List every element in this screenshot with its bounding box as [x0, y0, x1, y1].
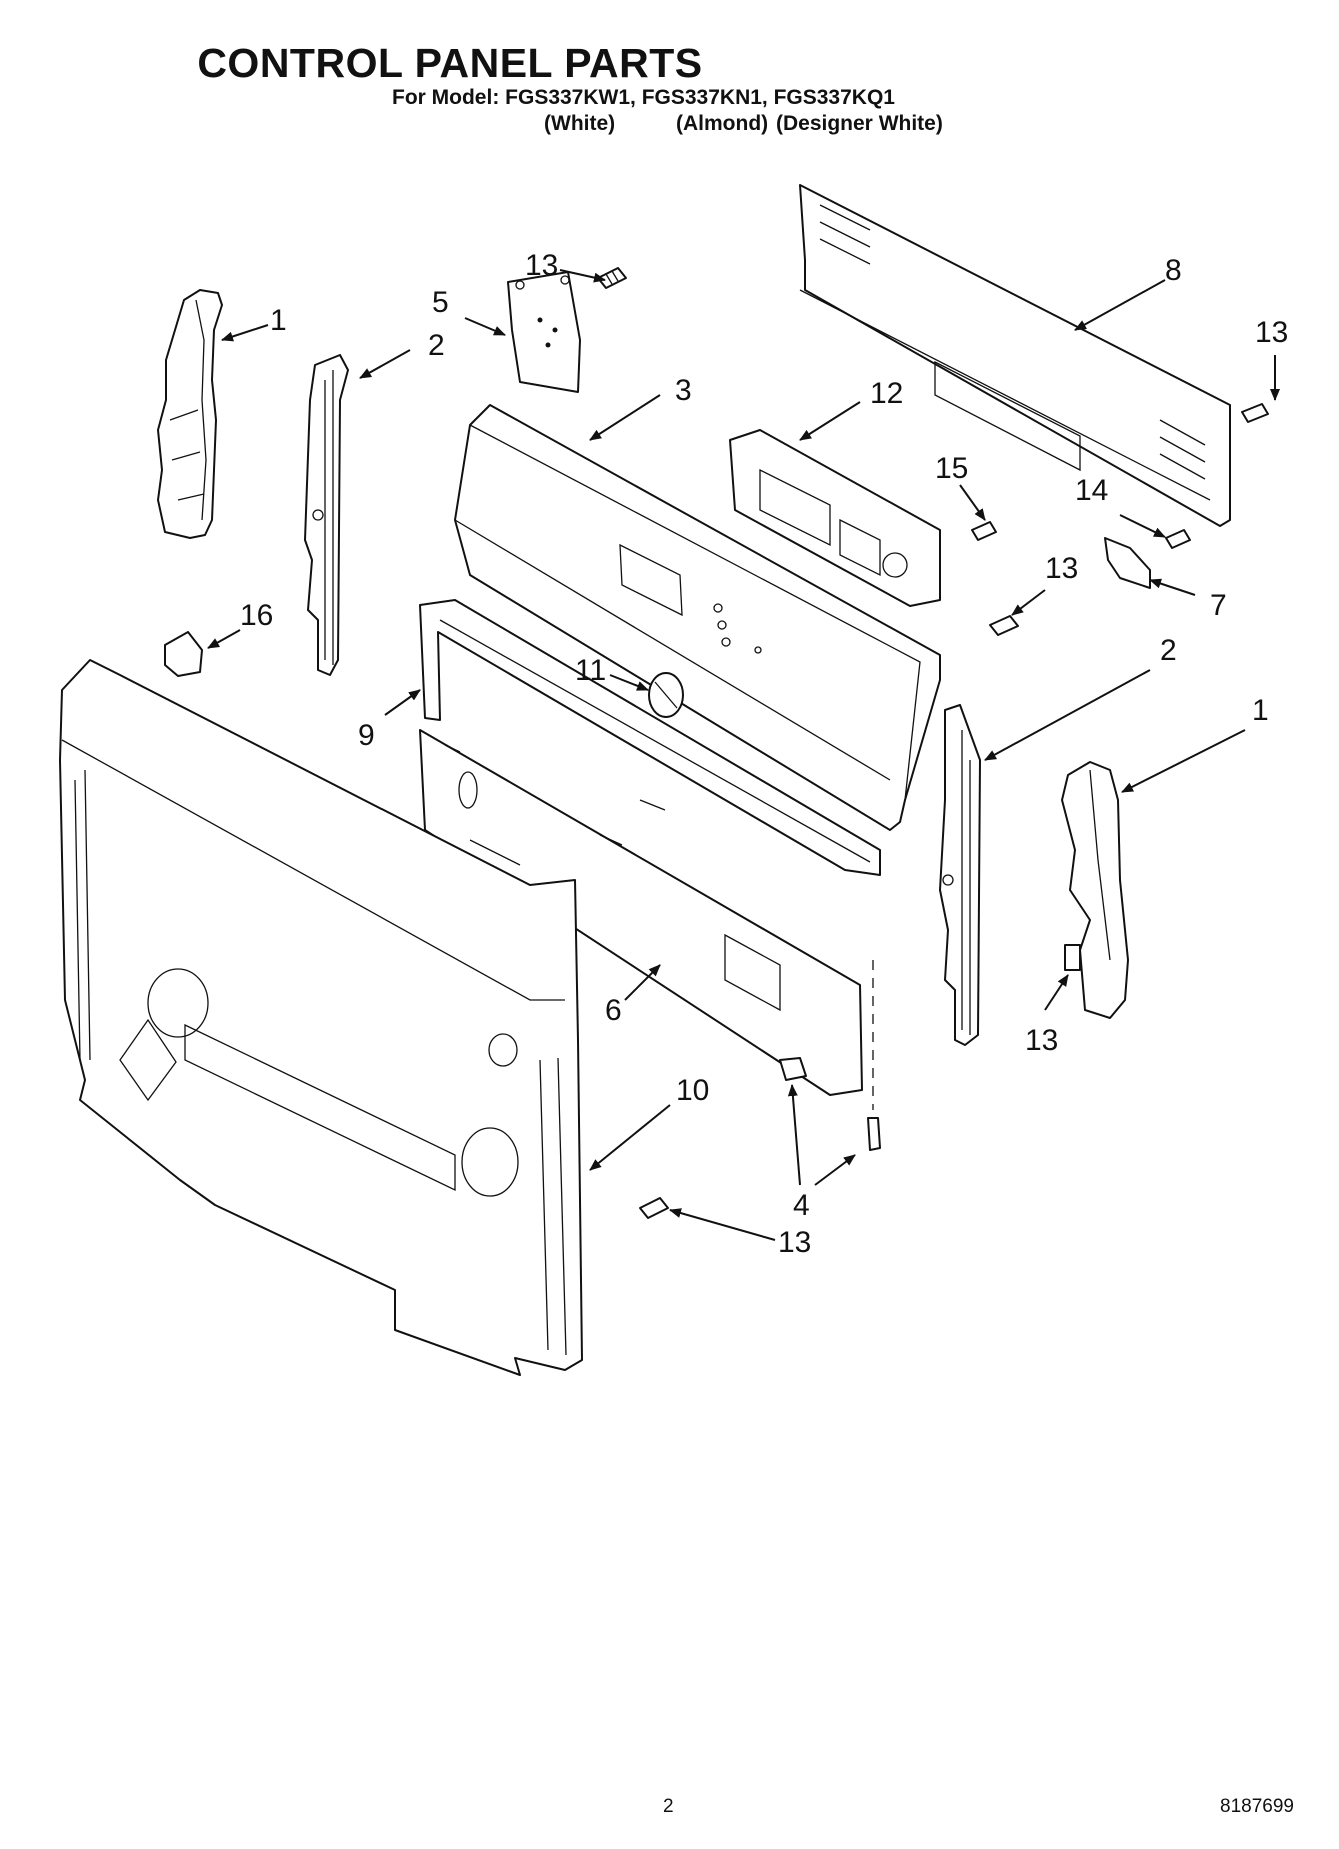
- page-title: CONTROL PANEL PARTS: [197, 40, 703, 86]
- callout-8: 8: [1165, 254, 1182, 287]
- screw-15: [971, 521, 997, 541]
- screw-13a: [597, 267, 627, 289]
- callout-11: 11: [575, 654, 606, 687]
- callout-3: 3: [675, 374, 692, 407]
- callout-14: 14: [1075, 474, 1108, 507]
- model-line: For Model: FGS337KW1, FGS337KN1, FGS337K…: [392, 86, 895, 109]
- callout-2-right: 2: [1160, 634, 1177, 667]
- screw-13e: [639, 1197, 669, 1219]
- part-control-board: [507, 271, 581, 393]
- callout-4: 4: [793, 1189, 810, 1222]
- callout-1-left: 1: [270, 304, 287, 337]
- color-variants: (White) (Almond) (Designer White): [392, 112, 992, 138]
- callout-13-top: 13: [525, 249, 558, 282]
- callout-13-mid: 13: [1045, 552, 1078, 585]
- screw-13d: [1064, 944, 1081, 971]
- callout-7: 7: [1210, 589, 1227, 622]
- part-clip-16: [164, 631, 203, 677]
- part-bracket-7: [1104, 537, 1151, 589]
- screw-13b: [1241, 403, 1269, 423]
- part-panel-6: [419, 729, 863, 1096]
- part-end-cap-left: [157, 289, 223, 539]
- part-end-cap-right: [1061, 761, 1129, 1019]
- part-rear-panel: [799, 184, 1231, 527]
- variant-white: (White): [544, 112, 616, 135]
- part-clock-control: [729, 429, 941, 607]
- document-number: 8187699: [1220, 1796, 1294, 1817]
- callout-6: 6: [605, 994, 622, 1027]
- screw-4-left: [779, 1057, 807, 1081]
- callout-5: 5: [432, 286, 449, 319]
- leader-lines: [207, 269, 1280, 1241]
- callout-13-rear: 13: [1255, 316, 1288, 349]
- callout-1-right: 1: [1252, 694, 1269, 727]
- callout-12: 12: [870, 377, 903, 410]
- part-knob-11: [648, 672, 684, 718]
- callout-2-left: 2: [428, 329, 445, 362]
- callout-13-bottom: 13: [778, 1226, 811, 1259]
- callout-15: 15: [935, 452, 968, 485]
- variant-almond: (Almond): [676, 112, 769, 135]
- part-console: [454, 404, 941, 831]
- part-side-bracket-left: [304, 354, 349, 676]
- screw-4-right: [867, 960, 881, 1151]
- part-side-bracket-right: [939, 704, 981, 1046]
- part-back-panel-10: [59, 659, 583, 1376]
- callout-16: 16: [240, 599, 273, 632]
- callout-9: 9: [358, 719, 375, 752]
- part-panel-9: [419, 599, 881, 876]
- variant-designer-white: (Designer White): [776, 112, 943, 135]
- screw-14: [1165, 529, 1191, 549]
- callout-13-right: 13: [1025, 1024, 1058, 1057]
- screw-13c: [989, 615, 1019, 636]
- page-number: 2: [663, 1796, 674, 1817]
- callout-10: 10: [676, 1074, 709, 1107]
